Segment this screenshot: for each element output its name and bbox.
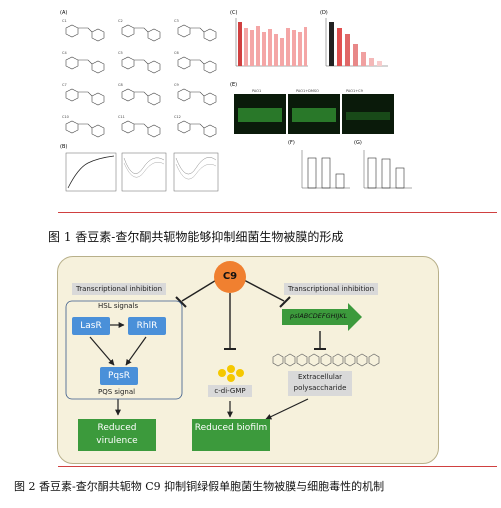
svg-text:C1: C1 (62, 19, 67, 23)
compound-c4: C4 (62, 51, 105, 74)
psl-gene-arrow (282, 303, 362, 331)
compound-c10: C10 (62, 115, 105, 138)
figure-1: (A) C1 C2 C3 C4 C5 C6 C7 C8 C9 C10 C11 C… (60, 10, 412, 192)
panel-d-bars (325, 18, 388, 67)
panel-c-bars (235, 18, 308, 67)
svg-text:C5: C5 (118, 51, 123, 55)
svg-text:PAO1+C9: PAO1+C9 (346, 89, 363, 93)
polysaccharide-chain (272, 353, 380, 367)
compound-c2: C2 (118, 19, 161, 42)
svg-text:PAO1+DMSO: PAO1+DMSO (296, 89, 319, 93)
divider-bottom (58, 466, 497, 467)
svg-text:C11: C11 (118, 115, 125, 119)
svg-text:C12: C12 (174, 115, 181, 119)
panel-f-bars (301, 150, 350, 189)
reduced-virulence-box: Reduced virulence (78, 419, 156, 451)
extracellular-polysaccharide-label: Extracellular polysaccharide (288, 371, 352, 396)
panel-g-bars (363, 150, 412, 189)
compound-c1: C1 (62, 19, 105, 42)
compound-c8: C8 (118, 83, 161, 106)
panel-label-g: (G) (354, 140, 362, 146)
figure-2-caption: 图 2 香豆素-查尔酮共轭物 C9 抑制铜绿假单胞菌生物被膜与细胞毒性的机制 (14, 480, 385, 493)
compound-c3: C3 (174, 19, 217, 42)
svg-text:C7: C7 (62, 83, 67, 87)
transcriptional-inhibition-right: Transcriptional inhibition (284, 283, 378, 295)
compound-c12: C12 (174, 115, 217, 138)
lasr-box: LasR (72, 317, 110, 335)
panel-label-d: (D) (320, 10, 328, 16)
svg-text:C9: C9 (174, 83, 179, 87)
compound-c7: C7 (62, 83, 105, 106)
divider-top (58, 212, 497, 213)
figure-1-caption: 图 1 香豆素-查尔酮共轭物能够抑制细菌生物被膜的形成 (48, 230, 344, 244)
panel-label-f: (F) (288, 140, 295, 146)
svg-text:PAO1: PAO1 (252, 89, 261, 93)
c9-label: C9 (222, 271, 238, 282)
svg-text:C8: C8 (118, 83, 123, 87)
compound-c6: C6 (174, 51, 217, 74)
cdigmp-label: c-di-GMP (208, 385, 252, 397)
panel-label-b: (B) (60, 144, 67, 150)
panel-b-plots (65, 152, 219, 192)
compound-grid: C1 C2 C3 C4 C5 C6 C7 C8 C9 C10 C11 C12 (62, 19, 217, 138)
rhlr-box: RhlR (128, 317, 166, 335)
pqs-signal-label: PQS signal (98, 388, 136, 396)
panel-label-c: (C) (230, 10, 237, 16)
pqsr-box: PqsR (100, 367, 138, 385)
panel-label-a: (A) (60, 10, 67, 16)
hsl-signals-label: HSL signals (98, 302, 139, 310)
svg-text:C2: C2 (118, 19, 123, 23)
compound-c9: C9 (174, 83, 217, 106)
svg-text:C6: C6 (174, 51, 179, 55)
transcriptional-inhibition-left: Transcriptional inhibition (72, 283, 166, 295)
svg-text:C3: C3 (174, 19, 179, 23)
reduced-biofilm-box: Reduced biofilm (192, 419, 270, 451)
figure-2: C9 Transcriptional inhibition Transcript… (57, 256, 439, 464)
svg-text:C4: C4 (62, 51, 67, 55)
psl-gene-label: pslABCDEFGHIJKL (290, 312, 348, 320)
c9-compound: C9 (214, 261, 246, 293)
svg-text:C10: C10 (62, 115, 69, 119)
compound-c11: C11 (118, 115, 161, 138)
compound-c5: C5 (118, 51, 161, 74)
panel-label-e: (E) (230, 82, 237, 88)
panel-e-images: PAO1 PAO1+DMSO PAO1+C9 (234, 89, 394, 134)
